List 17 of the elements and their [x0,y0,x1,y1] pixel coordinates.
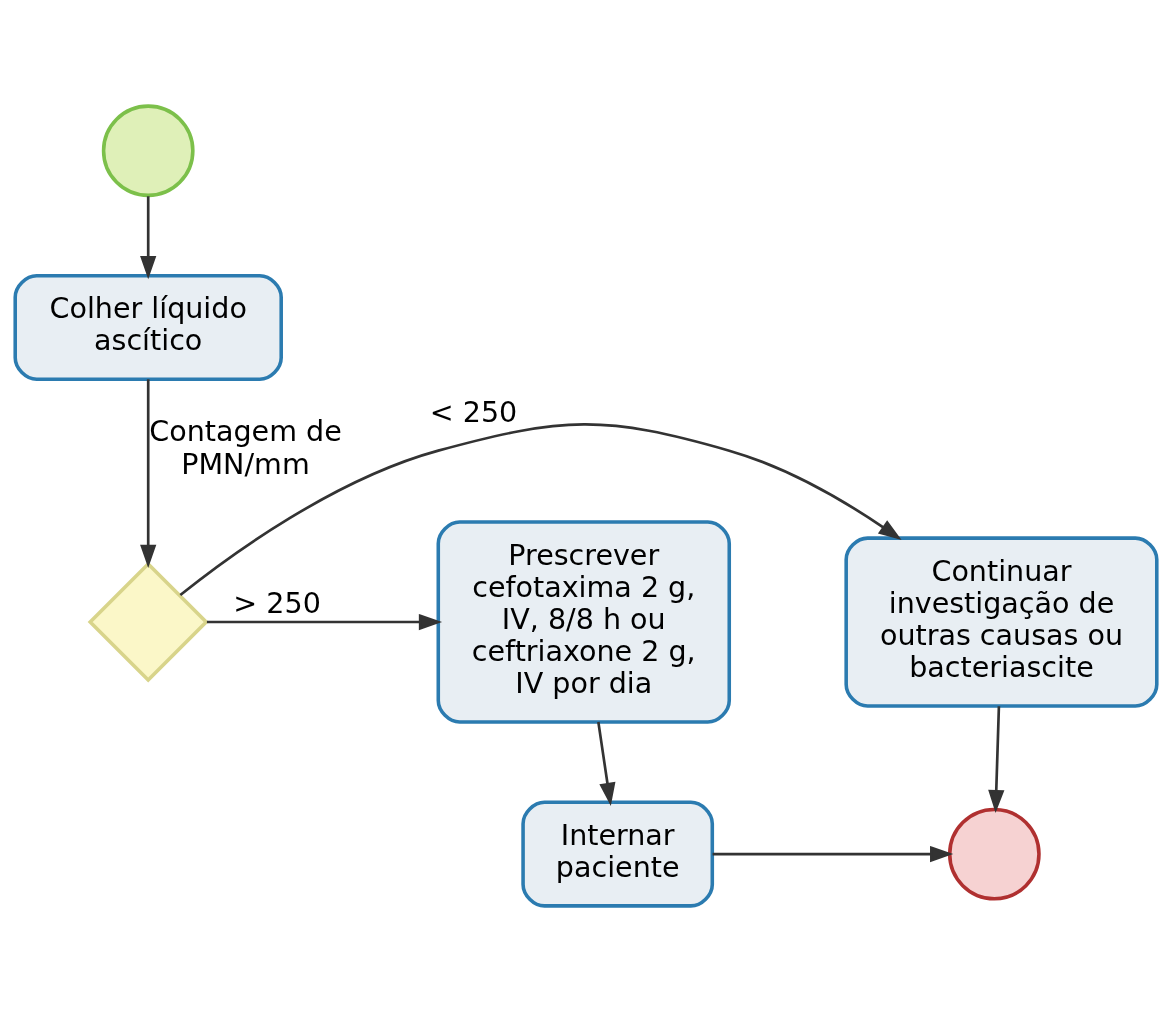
arrow [597,721,616,806]
edge-label: Contagem de PMN/mm [149,414,342,481]
arrow [179,423,902,597]
node-circle [947,807,1041,901]
arrow [712,845,954,863]
node-box: Colher líquido ascítico [13,273,283,382]
node-box: Prescrever cefotaxima 2 g, IV, 8/8 h ou ceftriaxone 2 g, IV por dia [436,520,732,724]
arrow [140,379,157,568]
arrow [206,613,443,631]
node-circle [101,104,195,198]
node-box: Internar paciente [521,800,715,908]
edge-label: > 250 [233,585,321,620]
arrow [988,706,1005,814]
node-diamond [87,561,209,683]
arrow [140,196,157,280]
node-box: Continuar investigação de outras causas ou bacteriascite [844,536,1159,708]
edge-label: < 250 [429,394,518,429]
